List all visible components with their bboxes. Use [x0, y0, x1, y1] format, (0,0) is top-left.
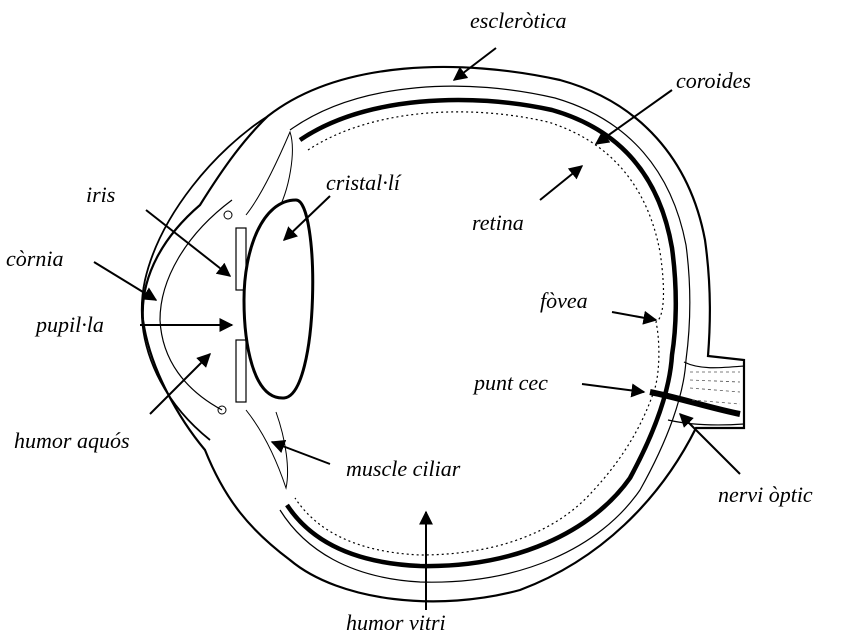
arrow-retina	[540, 166, 582, 200]
label-vitreous-humor: humor vitri	[346, 612, 446, 634]
sclera-inner	[280, 86, 690, 582]
sclera-outer	[143, 67, 744, 601]
iris-lower	[236, 340, 246, 402]
label-pupil: pupil·la	[36, 314, 104, 336]
label-iris: iris	[86, 184, 115, 206]
label-blind-spot: punt cec	[474, 372, 548, 394]
label-ciliary-muscle: muscle ciliar	[346, 458, 460, 480]
label-lens: cristal·lí	[326, 172, 400, 194]
label-choroid: coroides	[676, 70, 751, 92]
canal-upper	[224, 211, 232, 219]
ciliary-lower	[246, 410, 288, 488]
optic-nerve-lower	[668, 420, 744, 425]
lens	[244, 200, 313, 398]
arrow-sclera	[454, 48, 496, 80]
arrow-blind-spot	[582, 384, 644, 392]
arrow-ciliary	[272, 442, 330, 464]
optic-nerve-fibers	[690, 372, 740, 404]
label-aqueous-humor: humor aquós	[14, 430, 130, 452]
label-optic-nerve: nervi òptic	[718, 484, 813, 506]
arrow-iris	[146, 210, 230, 276]
cornea-inner	[160, 200, 232, 410]
arrow-optic-nerve	[680, 414, 740, 474]
label-sclera: escleròtica	[470, 10, 567, 32]
label-fovea: fòvea	[540, 290, 588, 312]
arrow-fovea	[612, 312, 656, 320]
label-retina: retina	[472, 212, 524, 234]
arrow-aqueous	[150, 354, 210, 414]
label-cornea: còrnia	[6, 248, 63, 270]
optic-nerve-upper	[684, 362, 744, 368]
